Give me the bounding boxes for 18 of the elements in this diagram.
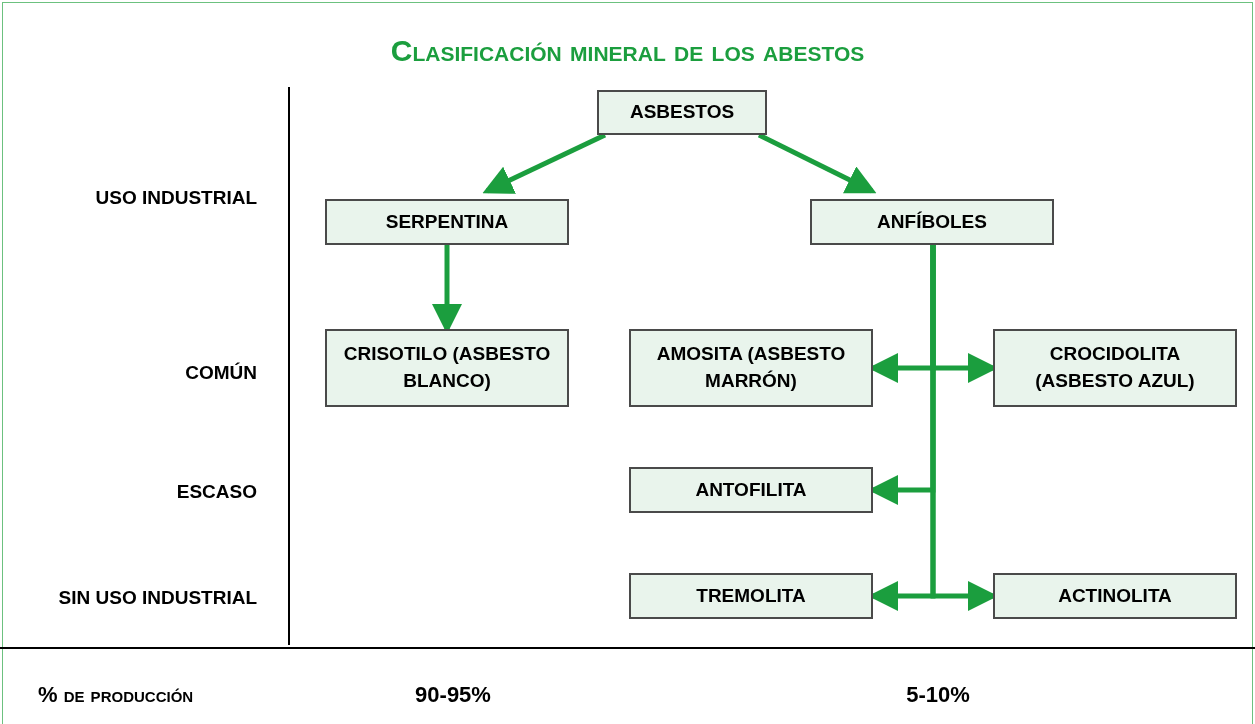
percentage-value: 5-10% xyxy=(905,681,971,709)
row-label: ESCASO xyxy=(176,480,257,504)
mineral-box: CROCIDOLITA (ASBESTO AZUL) xyxy=(993,329,1237,407)
mineral-box: TREMOLITA xyxy=(629,573,873,619)
row-label: SIN USO INDUSTRIAL xyxy=(58,586,257,610)
row-label: % de producción xyxy=(38,681,194,709)
mineral-box: AMOSITA (ASBESTO MARRÓN) xyxy=(629,329,873,407)
row-label: COMÚN xyxy=(185,361,257,385)
row-label: USO INDUSTRIAL xyxy=(95,186,257,210)
mineral-box: ANFÍBOLES xyxy=(810,199,1054,245)
percentage-value: 90-95% xyxy=(414,681,492,709)
arrow xyxy=(482,132,607,194)
mineral-box: ASBESTOS xyxy=(597,90,767,135)
title: Clasificación mineral de los abestos xyxy=(389,33,866,69)
mineral-box: ANTOFILITA xyxy=(629,467,873,513)
mineral-box: SERPENTINA xyxy=(325,199,569,245)
mineral-box: CRISOTILO (ASBESTO BLANCO) xyxy=(325,329,569,407)
mineral-box: ACTINOLITA xyxy=(993,573,1237,619)
